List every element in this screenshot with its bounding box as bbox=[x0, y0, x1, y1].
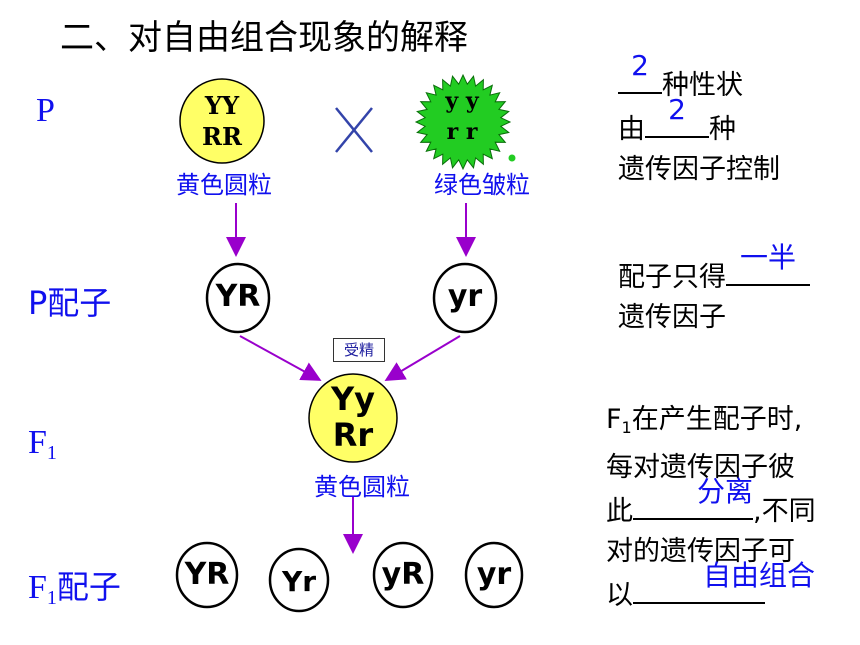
svg-text:yR: yR bbox=[382, 557, 425, 592]
blank-free-combination: 自由组合 bbox=[633, 559, 815, 604]
svg-text:yr: yr bbox=[448, 279, 483, 314]
f1-gamete-1: YR bbox=[175, 541, 239, 609]
parent-left-phenotype: 黄色圆粒 bbox=[176, 171, 272, 199]
row-label-p: P bbox=[36, 92, 55, 129]
f1-line1: Yy bbox=[330, 380, 375, 418]
svg-text:Yr: Yr bbox=[281, 565, 316, 598]
row-label-p-gametes: P配子 bbox=[28, 284, 112, 322]
note-independent-assortment: F1在产生配子时, 每对遗传因子彼 此分离,不同 对的遗传因子可 以自由组合 bbox=[606, 404, 816, 611]
svg-text:YR: YR bbox=[215, 279, 261, 314]
parent-yyrr-wrinkled-seed: y y r r bbox=[414, 73, 516, 171]
fertilization-label: 受精 bbox=[333, 338, 385, 362]
note-gametes: 配子只得一半 遗传因子 bbox=[618, 241, 810, 338]
f1-gamete-4: yr bbox=[464, 541, 524, 609]
parent-right-line2: r r bbox=[447, 119, 478, 145]
p-gamete-yr-lower: yr bbox=[432, 262, 498, 334]
slide-title: 二、对自由组合现象的解释 bbox=[60, 18, 468, 58]
f1-gamete-2: Yr bbox=[268, 547, 330, 613]
blank-traits-count: 2 bbox=[618, 49, 662, 94]
svg-text:YR: YR bbox=[184, 557, 230, 592]
arrow-gamete-left-to-f1 bbox=[239, 335, 322, 381]
f1-yyrr-seed: Yy Rr bbox=[308, 373, 398, 463]
row-label-f1: F1 bbox=[28, 424, 57, 464]
row-label-f1-gametes: F1配子 bbox=[28, 568, 121, 609]
blank-factor-count: 2 bbox=[645, 93, 709, 138]
f1-line2: Rr bbox=[333, 416, 374, 454]
parent-right-phenotype: 绿色皱粒 bbox=[434, 171, 530, 199]
arrow-gamete-right-to-f1 bbox=[384, 335, 461, 382]
parent-left-line1: YY bbox=[204, 91, 240, 120]
parent-right-line1: y y bbox=[444, 88, 479, 114]
cross-symbol bbox=[335, 107, 373, 153]
blank-half: 一半 bbox=[726, 241, 810, 286]
f1-gamete-3: yR bbox=[372, 541, 434, 609]
parent-yyrr-seed: YY RR bbox=[179, 78, 265, 164]
svg-text:yr: yr bbox=[477, 557, 512, 592]
f1-phenotype: 黄色圆粒 bbox=[314, 473, 410, 501]
blank-separate: 分离 bbox=[633, 475, 753, 520]
parent-left-line2: RR bbox=[202, 122, 243, 151]
p-gamete-yr-upper: YR bbox=[205, 262, 271, 334]
